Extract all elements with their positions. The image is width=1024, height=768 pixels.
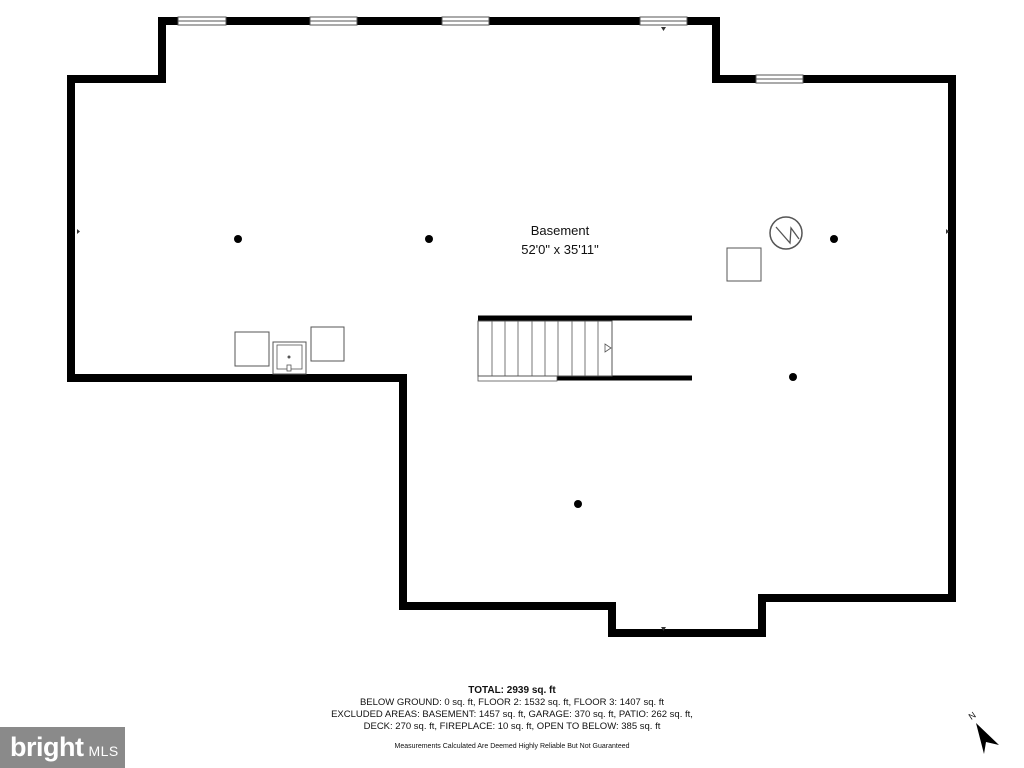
bright-mls-logo: bright MLS xyxy=(0,727,125,768)
north-arrow xyxy=(976,723,999,754)
logo-brand: bright xyxy=(10,732,84,762)
total-area: TOTAL: 2939 sq. ft xyxy=(468,685,556,696)
north-arrow-icon: N xyxy=(967,710,999,754)
staircase xyxy=(477,315,692,382)
window xyxy=(755,74,804,84)
door-marker xyxy=(661,627,666,631)
door-marker xyxy=(661,27,666,31)
post xyxy=(574,500,582,508)
windows xyxy=(177,16,804,84)
post xyxy=(830,235,838,243)
window xyxy=(177,16,227,26)
area-breakdown-line-1: BELOW GROUND: 0 sq. ft, FLOOR 2: 1532 sq… xyxy=(359,697,665,708)
room-name: Basement xyxy=(530,223,590,238)
compass-label: N xyxy=(967,710,978,722)
stair-direction-arrow xyxy=(604,343,612,353)
water-heater xyxy=(769,216,803,250)
disclaimer: Measurements Calculated Are Deemed Highl… xyxy=(394,743,630,750)
area-breakdown-line-3: DECK: 270 sq. ft, FIREPLACE: 10 sq. ft, … xyxy=(363,721,661,732)
logo-suffix: MLS xyxy=(88,742,119,759)
window xyxy=(441,16,490,26)
floor-plan xyxy=(67,16,956,637)
window xyxy=(639,16,688,26)
door-marker xyxy=(946,229,949,234)
utility-unit xyxy=(726,247,762,282)
area-breakdown-line-2: EXCLUDED AREAS: BASEMENT: 1457 sq. ft, G… xyxy=(331,709,693,720)
post xyxy=(789,373,797,381)
support-posts xyxy=(234,235,838,508)
dryer xyxy=(310,326,345,362)
room-dimensions: 52'0" x 35'11" xyxy=(521,242,599,257)
window xyxy=(309,16,358,26)
post xyxy=(234,235,242,243)
washer xyxy=(234,331,270,367)
door-markers xyxy=(77,27,949,631)
post xyxy=(425,235,433,243)
sink xyxy=(272,341,307,375)
door-marker xyxy=(77,229,80,234)
